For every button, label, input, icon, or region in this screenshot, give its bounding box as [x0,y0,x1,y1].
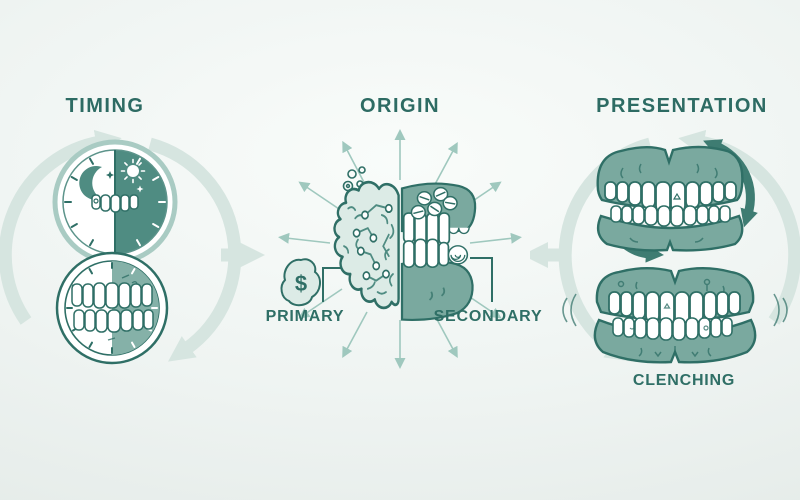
lower-teeth-row [612,317,733,341]
brain-half-icon [333,180,400,310]
cycle-arc-right [148,137,242,362]
gum-marks [428,287,446,301]
moon-icon [79,166,102,200]
tooth-spot [93,198,99,204]
gum-marks [620,163,718,243]
lower-front-teeth [402,238,450,268]
bite-clock-icon [55,251,169,365]
night-half [115,150,167,254]
clock-ticks-night [136,157,166,247]
clock-ticks [64,157,94,247]
vibration-lines-icon [562,293,788,327]
star-icon [106,171,114,179]
clenching-teeth-icon [562,267,788,364]
grinding-teeth-icon [596,145,744,252]
money-stress-icon: $ [280,258,321,307]
upper-teeth-row [71,282,153,309]
dollar-sign: $ [295,271,307,296]
brain-jaw-illustration [333,166,477,321]
tooth-mark [672,192,682,200]
upper-teeth-row [608,291,741,326]
sun-icon [120,158,146,184]
circuit-nodes [352,203,393,281]
primary-bracket [322,267,343,302]
lower-teeth-row [73,309,154,333]
upper-teeth-row [604,181,737,213]
pills-icon [410,186,458,220]
origin-title: ORIGIN [359,95,441,117]
cycle-arrows-icon [0,130,265,362]
primary-label: PRIMARY [265,308,345,325]
clenching-label: CLENCHING [632,372,736,389]
timing-title: TIMING [65,95,145,117]
shell-icon [447,245,469,265]
secondary-label: SECONDARY [433,308,543,325]
jaw-pills-icon [400,182,477,321]
presentation-title: PRESENTATION [596,95,768,117]
back-teeth-bumps [447,227,470,235]
sparkle-icon [136,185,144,193]
secondary-bracket [470,257,493,302]
tooth-marks [629,302,709,331]
cycle-arc-left [0,130,122,325]
teeth-row [91,194,139,213]
lower-teeth-row [610,205,731,227]
